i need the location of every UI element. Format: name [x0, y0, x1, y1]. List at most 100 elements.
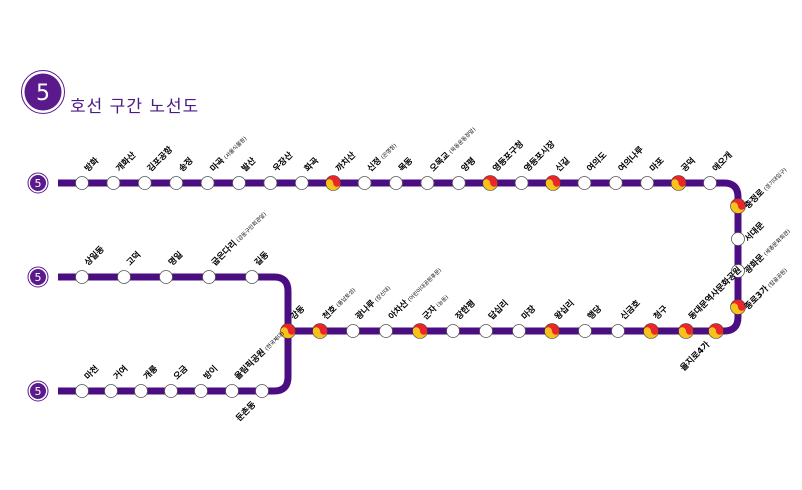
station-icon: [514, 176, 529, 190]
station[interactable]: [357, 176, 372, 190]
station-name: 마장: [519, 303, 538, 322]
station[interactable]: [731, 232, 745, 246]
station[interactable]: [446, 324, 460, 338]
station-name: 명일: [166, 249, 185, 268]
station[interactable]: [75, 270, 89, 284]
station-subname: (세종문화회관): [762, 227, 792, 257]
station[interactable]: [200, 176, 215, 190]
station[interactable]: [346, 324, 360, 338]
station[interactable]: [159, 270, 173, 284]
station-name: 거여: [111, 363, 130, 382]
station[interactable]: [420, 176, 435, 190]
station-icon: [346, 324, 360, 338]
station-name: 마천: [82, 363, 101, 382]
station[interactable]: [164, 384, 178, 398]
station[interactable]: [106, 176, 121, 190]
station[interactable]: [263, 176, 278, 190]
station-name: 영등포구청: [491, 139, 526, 174]
station[interactable]: [545, 175, 561, 191]
station-icon: [194, 384, 208, 398]
line-5-badge: 5: [27, 172, 49, 194]
station[interactable]: [75, 176, 89, 190]
station[interactable]: [245, 270, 259, 284]
station-subname: (은행정): [379, 142, 398, 161]
station-icon: [731, 232, 745, 246]
station-name: 고덕: [124, 249, 143, 268]
line-5-badge-number: 5: [35, 271, 42, 284]
station[interactable]: [451, 176, 466, 190]
station[interactable]: [202, 270, 216, 284]
station-icon: [608, 176, 623, 190]
station-name: 올림픽공원(한국체대): [232, 328, 286, 382]
line-branch-lower: [58, 331, 292, 395]
station[interactable]: [731, 264, 745, 278]
station[interactable]: [703, 176, 717, 190]
station[interactable]: [482, 175, 499, 191]
station-icon: [245, 270, 259, 284]
line-main: [58, 179, 742, 335]
station-icon: [117, 270, 131, 284]
station-name: 왕십리: [552, 298, 576, 322]
station-icon: [451, 176, 466, 190]
station[interactable]: [670, 175, 687, 191]
station[interactable]: [708, 323, 724, 339]
station[interactable]: [479, 324, 493, 338]
title-badge-number: 5: [36, 81, 50, 106]
station[interactable]: [134, 384, 148, 398]
station-name: 신정(은행정): [365, 140, 399, 174]
station[interactable]: [325, 175, 342, 191]
station-name: 여의나루: [616, 144, 646, 174]
station-subname: (서울식물원): [222, 134, 249, 161]
station[interactable]: [730, 299, 746, 315]
branch-badges: 555: [27, 172, 49, 402]
station[interactable]: [232, 176, 246, 190]
station[interactable]: [678, 323, 694, 339]
station-icon: [446, 324, 460, 338]
station[interactable]: [578, 324, 592, 338]
station-icon: [106, 176, 121, 190]
station[interactable]: [544, 323, 560, 339]
station[interactable]: [75, 384, 89, 398]
station-icon: [255, 384, 269, 398]
station[interactable]: [280, 323, 296, 339]
station[interactable]: [169, 176, 184, 190]
station-name: 마포: [648, 155, 667, 174]
station-name: 화곡: [302, 155, 321, 174]
station-icon: [611, 324, 625, 338]
station[interactable]: [194, 384, 208, 398]
station[interactable]: [294, 176, 309, 190]
station[interactable]: [379, 324, 393, 338]
station-name: 청구: [651, 303, 670, 322]
station-icon: [420, 176, 435, 190]
station-icon: [164, 384, 178, 398]
station-subname: (탑골공원): [766, 266, 789, 289]
station[interactable]: [514, 176, 529, 190]
stations: [75, 175, 746, 398]
station[interactable]: [512, 324, 526, 338]
line-5-badge: 5: [27, 266, 49, 288]
station-name: 충정로(경기대입구): [742, 164, 789, 211]
station[interactable]: [104, 384, 118, 398]
station[interactable]: [730, 198, 746, 214]
station[interactable]: [412, 323, 428, 339]
station-icon: [75, 270, 89, 284]
station[interactable]: [611, 324, 625, 338]
line-branch-upper: [58, 273, 292, 331]
station-icon: [512, 324, 526, 338]
station-subname: (장신대): [373, 284, 392, 303]
station[interactable]: [643, 323, 659, 339]
station[interactable]: [312, 323, 328, 339]
station[interactable]: [608, 176, 623, 190]
station[interactable]: [225, 384, 239, 398]
station[interactable]: [137, 176, 152, 190]
station-icon: [104, 384, 118, 398]
station-subname: (풍납토성): [334, 286, 357, 309]
station-icon: [479, 324, 493, 338]
station[interactable]: [389, 176, 403, 190]
station[interactable]: [640, 176, 655, 190]
station[interactable]: [577, 176, 592, 190]
line-5-title-badge: 5: [20, 69, 66, 115]
station-name: 서대문: [742, 220, 766, 244]
station[interactable]: [117, 270, 131, 284]
station[interactable]: [255, 384, 269, 398]
